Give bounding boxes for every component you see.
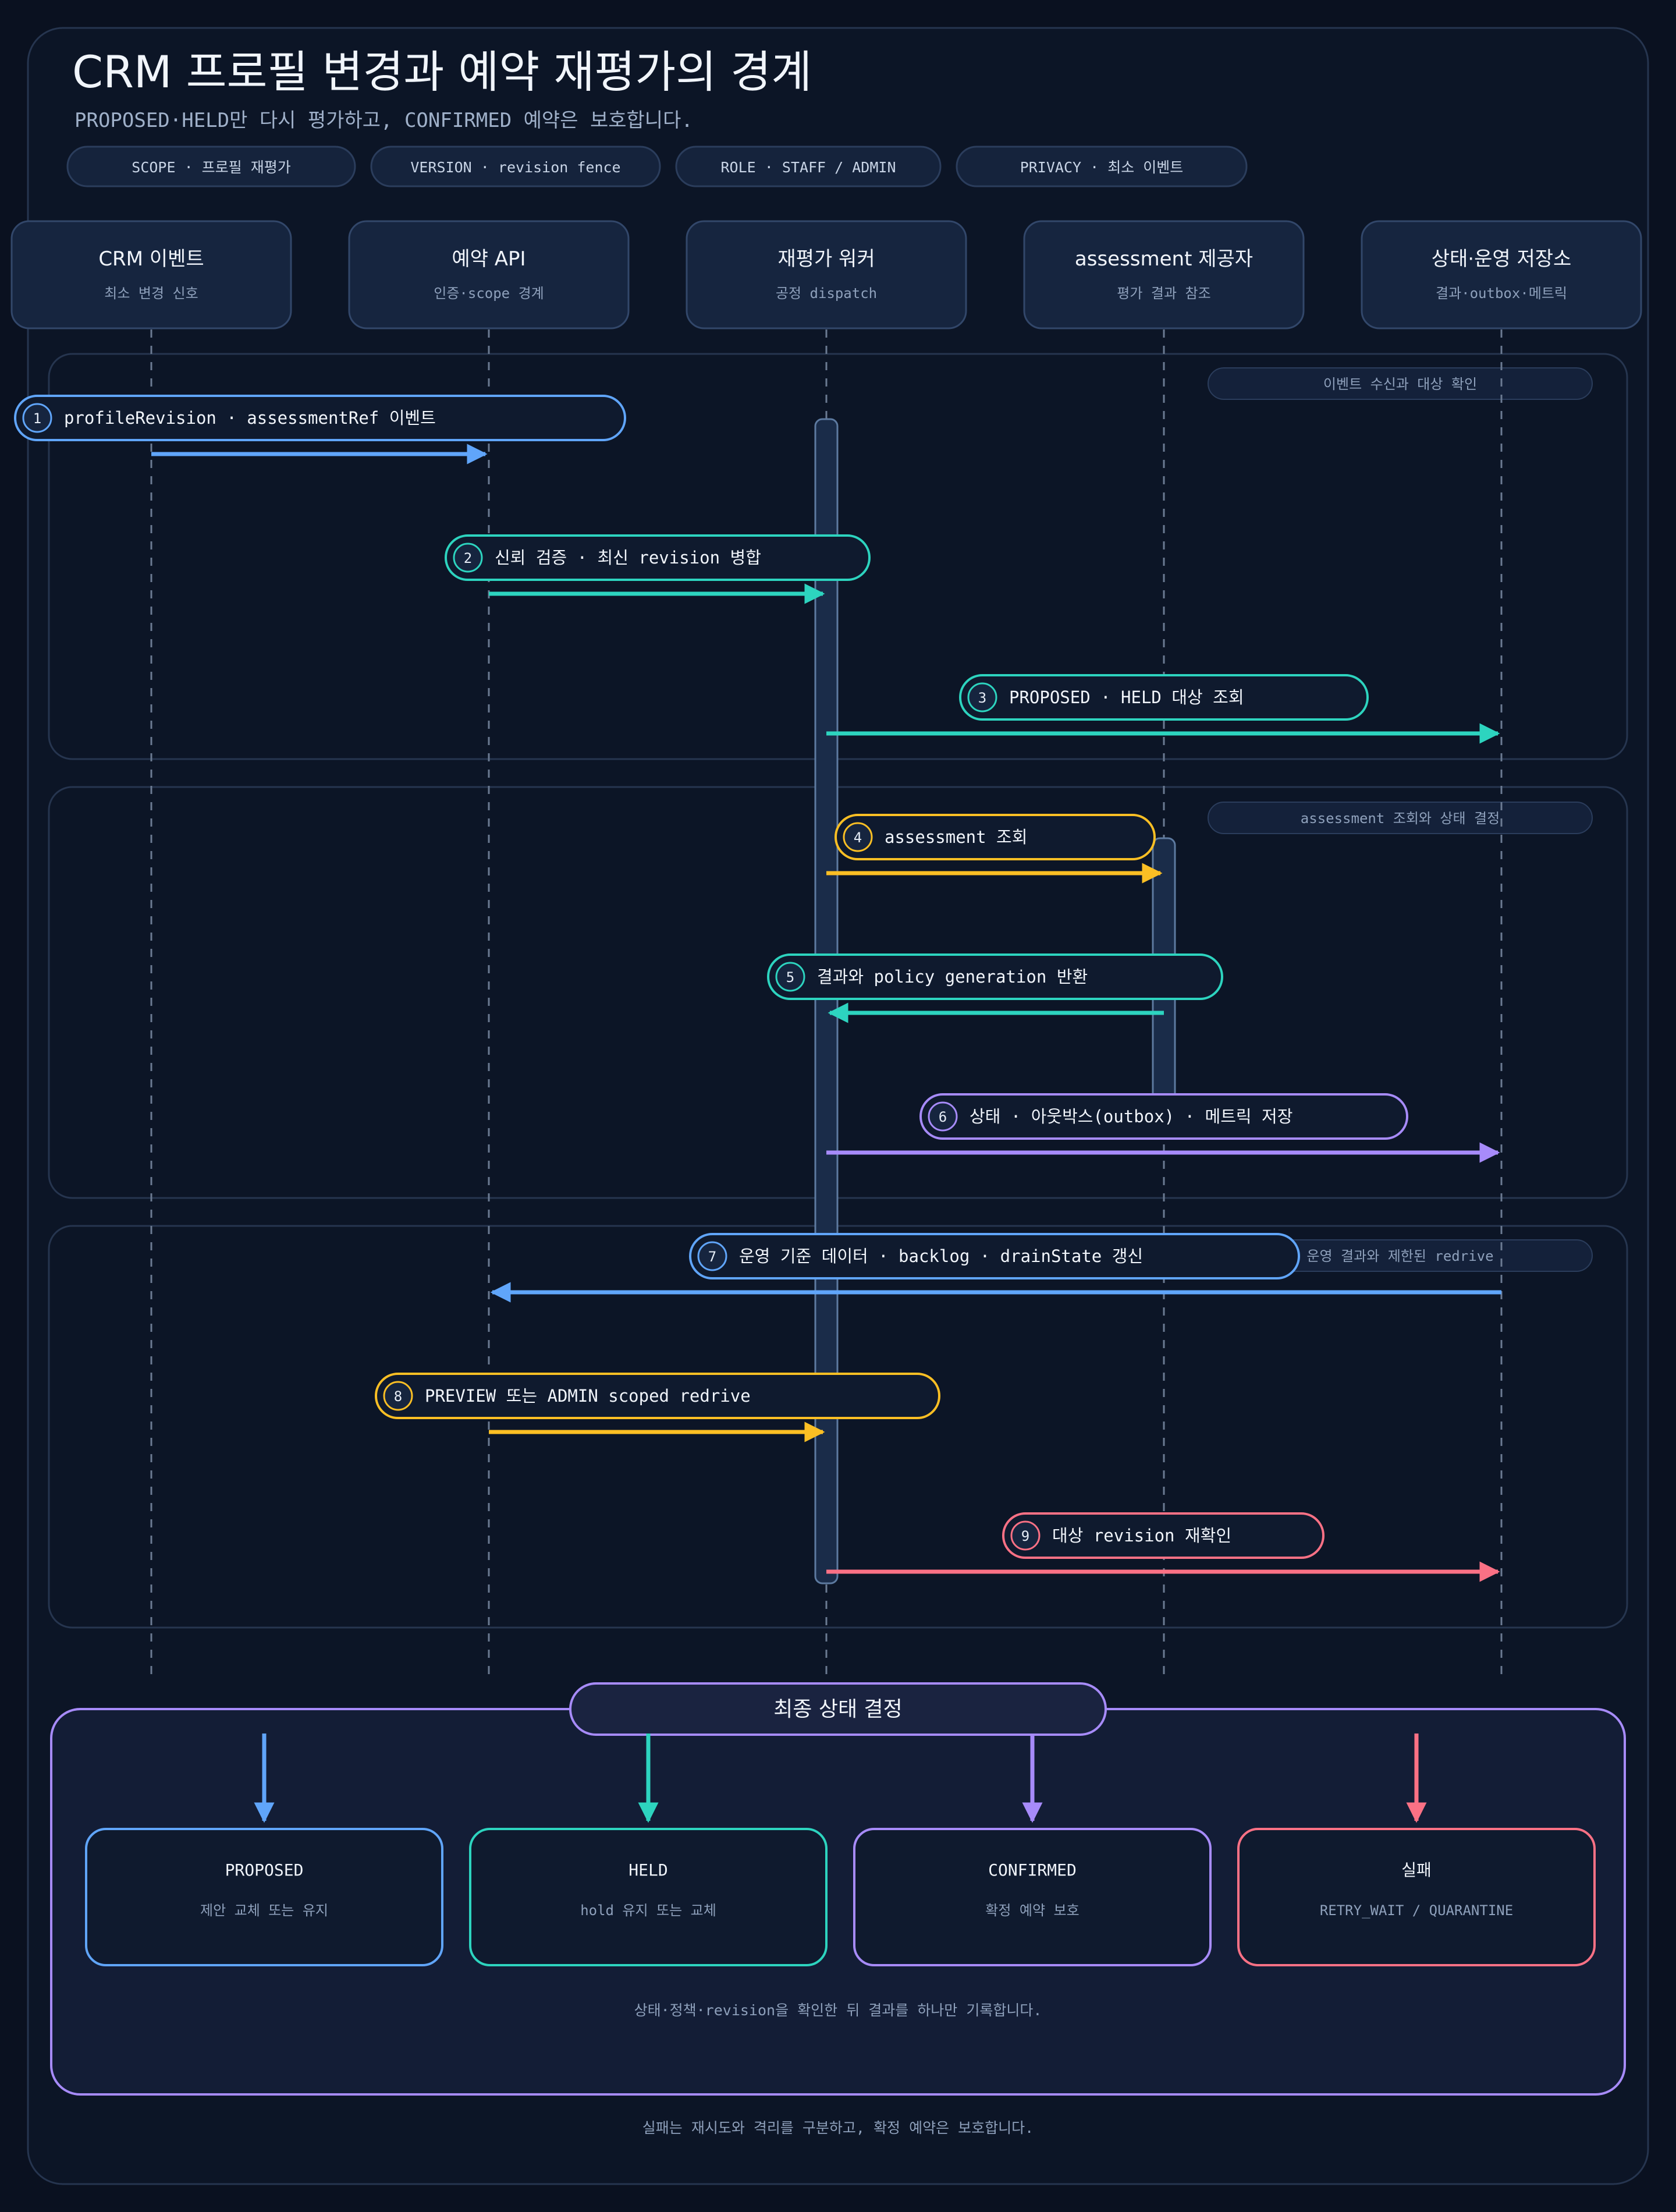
chip-label: SCOPE · 프로필 재평가 (132, 159, 290, 176)
step-text: profileRevision · assessmentRef 이벤트 (64, 408, 436, 428)
step-text: PROPOSED · HELD 대상 조회 (1009, 687, 1244, 707)
step-label-6: 6 상태 · 아웃박스(outbox) · 메트릭 저장 (919, 1093, 1408, 1140)
step-text: 운영 기준 데이터 · backlog · drainState 갱신 (739, 1246, 1143, 1266)
step-text: 상태 · 아웃박스(outbox) · 메트릭 저장 (970, 1107, 1292, 1126)
step-number-badge (967, 682, 997, 712)
group-label: assessment 조회와 상태 결정 (1301, 810, 1500, 827)
step-label-9: 9 대상 revision 재확인 (1002, 1512, 1325, 1559)
page-subtitle: PROPOSED·HELD만 다시 평가하고, CONFIRMED 예약은 보호… (74, 109, 693, 132)
chip-row: SCOPE · 프로필 재평가 VERSION · revision fence… (66, 146, 1248, 187)
outcome-proposed: PROPOSED 제안 교체 또는 유지 (85, 1828, 443, 1966)
step-number: 4 (854, 830, 862, 846)
step-label-3: 3 PROPOSED · HELD 대상 조회 (959, 674, 1369, 721)
step-label-2: 2 신뢰 검증 · 최신 revision 병합 (445, 534, 871, 581)
step-label-4: 4 assessment 조회 (835, 814, 1156, 860)
step-label-1: 1 profileRevision · assessmentRef 이벤트 (14, 395, 626, 441)
chip-scope: SCOPE · 프로필 재평가 (66, 146, 356, 187)
final-title-pill (569, 1682, 1107, 1736)
participant-crm: CRM 이벤트 최소 변경 신호 (10, 220, 292, 329)
step-text: 대상 revision 재확인 (1052, 1526, 1231, 1545)
step-text: 신뢰 검증 · 최신 revision 병합 (495, 548, 761, 568)
outcome-desc: RETRY_WAIT / QUARANTINE (1320, 1902, 1513, 1919)
outcome-desc: 확정 예약 보호 (985, 1902, 1079, 1919)
step-number-badge (1010, 1520, 1041, 1551)
participant-sub: 최소 변경 신호 (104, 285, 198, 302)
step-number: 3 (978, 690, 986, 706)
final-note: 상태·정책·revision을 확인한 뒤 결과를 하나만 기록합니다. (634, 2002, 1042, 2019)
outcome-failure: 실패 RETRY_WAIT / QUARANTINE (1237, 1828, 1596, 1966)
step-text: 결과와 policy generation 반환 (817, 967, 1088, 987)
participant-name: CRM 이벤트 (98, 247, 204, 271)
chip-label: ROLE · STAFF / ADMIN (720, 159, 896, 176)
step-number: 6 (939, 1109, 947, 1125)
chip-label: VERSION · revision fence (410, 159, 620, 176)
group-label: 운영 결과와 제한된 redrive (1306, 1248, 1493, 1264)
participant-name: 상태·운영 저장소 (1432, 247, 1572, 271)
participant-api: 예약 API 인증·scope 경계 (348, 220, 630, 329)
step-text: assessment 조회 (885, 827, 1027, 847)
message-arrows (151, 444, 1501, 1582)
step-number-badge (775, 962, 805, 992)
step-number: 1 (33, 410, 41, 427)
chip-privacy: PRIVACY · 최소 이벤트 (956, 146, 1248, 187)
outcome-confirmed: CONFIRMED 확정 예약 보호 (853, 1828, 1212, 1966)
final-decision-panel: 최종 상태 결정 PROPOSED 제안 교체 또는 유지 HELD hold … (50, 1682, 1626, 2096)
final-title: 최종 상태 결정 (773, 1697, 903, 1721)
group-label: 이벤트 수신과 대상 확인 (1323, 376, 1477, 392)
step-number-badge (697, 1241, 727, 1271)
participant-store: 상태·운영 저장소 결과·outbox·메트릭 (1361, 220, 1642, 329)
chip-role: ROLE · STAFF / ADMIN (675, 146, 942, 187)
step-number: 8 (394, 1388, 402, 1405)
step-number-badge (843, 822, 873, 852)
step-number-badge (383, 1381, 413, 1411)
outcome-name: 실패 (1401, 1860, 1432, 1880)
outcome-name: PROPOSED (225, 1860, 304, 1880)
step-number: 2 (464, 550, 472, 566)
step-number-badge (22, 403, 52, 433)
participant-sub: 평가 결과 참조 (1117, 285, 1210, 302)
participant-sub: 결과·outbox·메트릭 (1436, 285, 1567, 302)
outcome-held: HELD hold 유지 또는 교체 (469, 1828, 828, 1966)
participant-sub: 인증·scope 경계 (434, 285, 544, 302)
step-label-8: 8 PREVIEW 또는 ADMIN scoped redrive (375, 1373, 940, 1419)
step-label-5: 5 결과와 policy generation 반환 (767, 953, 1223, 1000)
participant-name: assessment 제공자 (1075, 247, 1253, 271)
outcome-name: CONFIRMED (988, 1860, 1077, 1880)
outcome-name: HELD (628, 1860, 667, 1880)
step-number: 9 (1021, 1528, 1029, 1544)
participant-assessment: assessment 제공자 평가 결과 참조 (1023, 220, 1305, 329)
chip-version: VERSION · revision fence (370, 146, 661, 187)
participant-sub: 공정 dispatch (776, 285, 877, 302)
participant-worker: 재평가 워커 공정 dispatch (686, 220, 967, 329)
participant-name: 예약 API (452, 247, 525, 271)
step-number: 5 (786, 969, 794, 986)
outcome-desc: 제안 교체 또는 유지 (200, 1902, 328, 1919)
step-label-7: 7 운영 기준 데이터 · backlog · drainState 갱신 (689, 1233, 1300, 1279)
page-title: CRM 프로필 변경과 예약 재평가의 경계 (72, 46, 812, 98)
step-text: PREVIEW 또는 ADMIN scoped redrive (425, 1386, 751, 1406)
footer-note: 실패는 재시도와 격리를 구분하고, 확정 예약은 보호합니다. (642, 2119, 1034, 2136)
chip-label: PRIVACY · 최소 이벤트 (1020, 159, 1184, 176)
step-number-badge (928, 1101, 958, 1132)
outcome-desc: hold 유지 또는 교체 (580, 1902, 716, 1919)
step-number-badge (453, 543, 483, 573)
participant-name: 재평가 워커 (777, 247, 875, 271)
step-number: 7 (708, 1249, 716, 1265)
